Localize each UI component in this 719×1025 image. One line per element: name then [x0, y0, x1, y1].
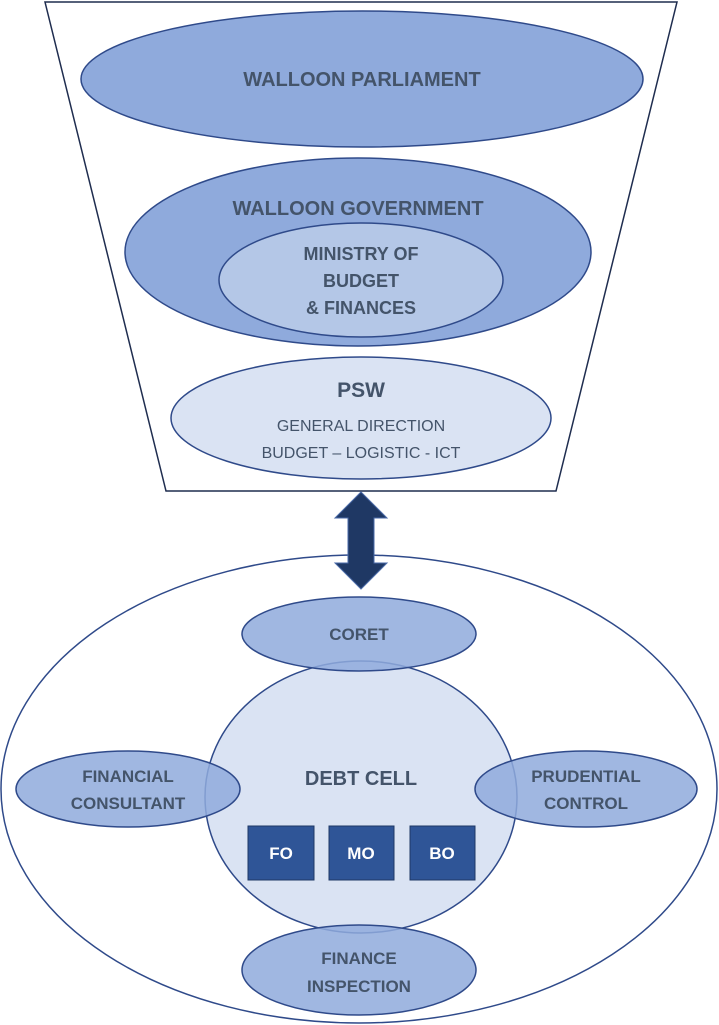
fo-label: FO — [269, 844, 293, 863]
psw-ellipse — [170, 356, 552, 480]
prudential-control-label-line2: CONTROL — [544, 794, 628, 813]
psw-line2: BUDGET – LOGISTIC - ICT — [262, 445, 461, 462]
ministry-label-line2: BUDGET — [323, 271, 399, 291]
prudential-control-ellipse — [474, 750, 698, 828]
ministry-label-line3: & FINANCES — [306, 298, 416, 318]
psw-title: PSW — [337, 379, 385, 402]
financial-consultant-label-line2: CONSULTANT — [71, 794, 186, 813]
bo-label: BO — [429, 844, 455, 863]
financial-consultant-ellipse — [15, 750, 241, 828]
coret-ellipse — [241, 596, 477, 672]
parliament-ellipse — [80, 10, 644, 148]
finance-inspection-ellipse — [241, 924, 477, 1016]
psw-line1: GENERAL DIRECTION — [277, 418, 445, 435]
ministry-ellipse — [218, 222, 504, 338]
financial-consultant-label-line1: FINANCIAL — [82, 767, 174, 786]
mo-label: MO — [347, 844, 374, 863]
ministry-label-line1: MINISTRY OF — [303, 244, 418, 264]
double-vertical-arrow-icon — [333, 491, 389, 590]
debt-cell-label: DEBT CELL — [305, 768, 417, 790]
finance-inspection-label-line1: FINANCE — [321, 949, 397, 968]
mo-box — [328, 825, 395, 881]
debt-cell-circle — [204, 660, 518, 934]
coret-label: CORET — [329, 625, 389, 644]
prudential-control-label-line1: PRUDENTIAL — [531, 767, 641, 786]
government-label: WALLOON GOVERNMENT — [232, 198, 483, 220]
bo-box — [409, 825, 476, 881]
parliament-label: WALLOON PARLIAMENT — [243, 69, 480, 91]
finance-inspection-label-line2: INSPECTION — [307, 977, 411, 996]
fo-box — [247, 825, 315, 881]
